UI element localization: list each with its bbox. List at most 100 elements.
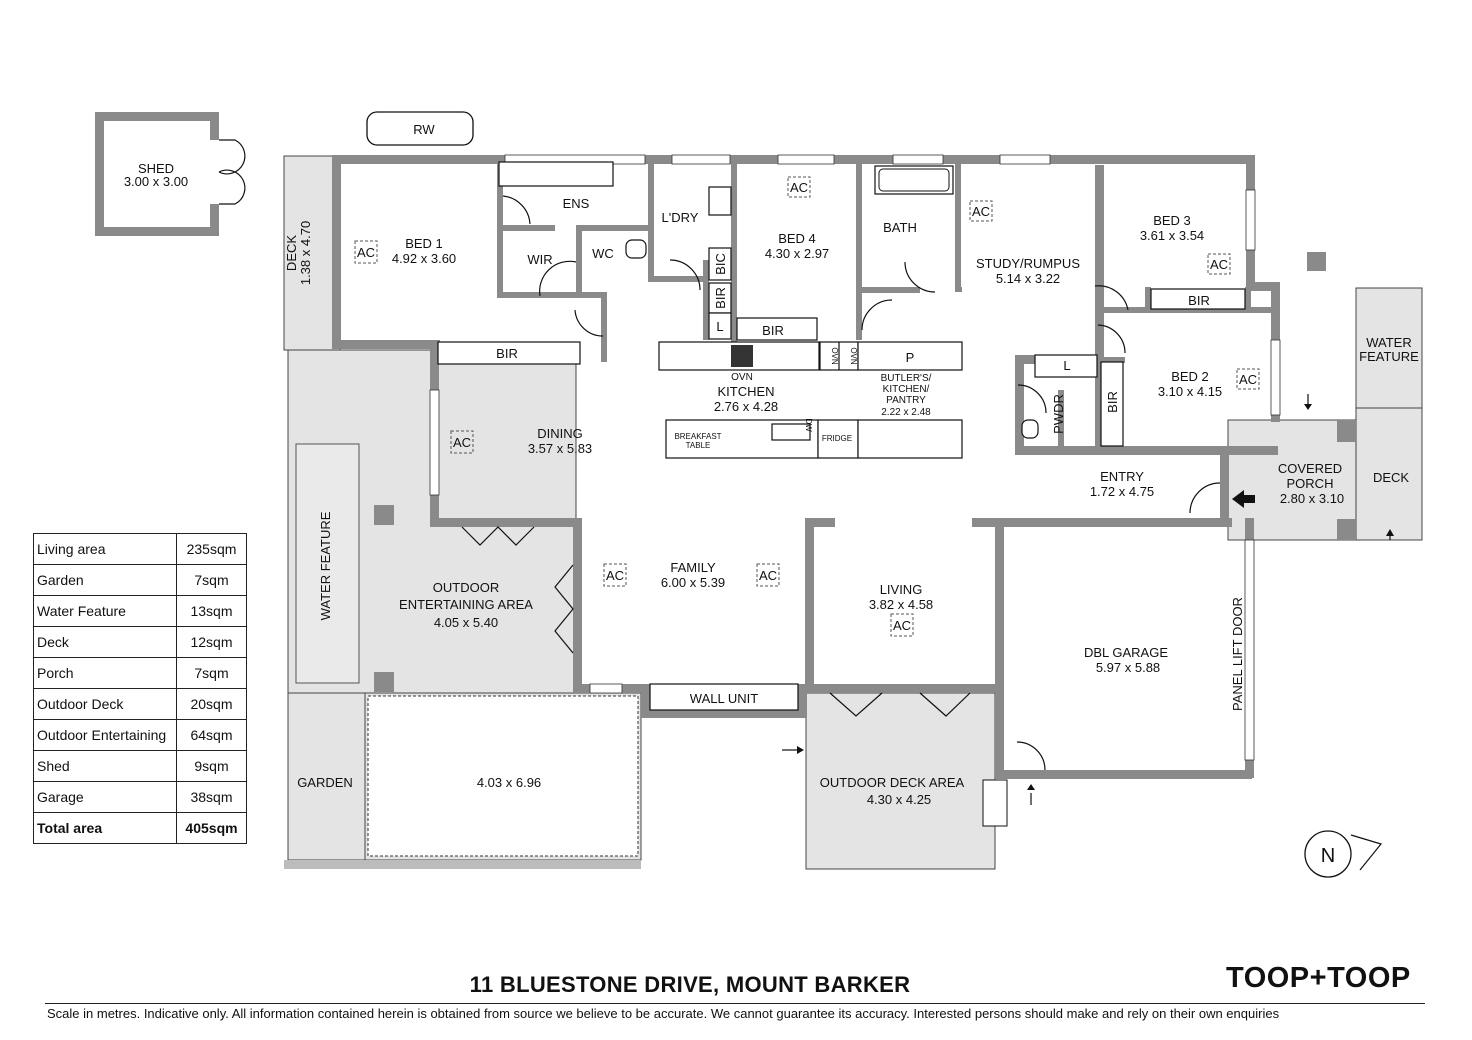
butlers-lower-bench [857, 419, 963, 459]
footer-rule [45, 1003, 1425, 1004]
deck-side-dims: 1.38 x 4.70 [298, 221, 313, 285]
ac-markers [354, 176, 1260, 637]
water-feature-left-label: WATER FEATURE [318, 511, 333, 620]
dining-dims: 3.57 x 5.83 [528, 441, 592, 456]
laundry-sink [708, 186, 732, 216]
area-value: 20sqm [176, 688, 247, 720]
ac-family-1: AC [606, 568, 624, 583]
outdoor-ent-dims: 4.05 x 5.40 [434, 615, 498, 630]
bir1-cupboard [437, 341, 581, 365]
compass-arrow-icon [1350, 834, 1383, 871]
bed1-label: BED 1 [405, 236, 443, 251]
breakfast-line1: BREAKFAST [674, 432, 721, 441]
garden-area [287, 692, 366, 861]
shed-label: SHED [138, 161, 174, 176]
rw-label: RW [413, 122, 435, 137]
breakfast-line2: TABLE [686, 441, 711, 450]
ac-living: AC [893, 618, 911, 633]
living-dims: 3.82 x 4.58 [869, 597, 933, 612]
ovn-label: OVN [731, 372, 753, 383]
family-label: FAMILY [670, 560, 716, 575]
kitchen-dims: 2.76 x 4.28 [714, 399, 778, 414]
water-feature-right [1355, 287, 1423, 409]
area-name: Outdoor Entertaining [33, 719, 177, 751]
entrance-arrows [782, 394, 1394, 805]
bed4-dims: 4.30 x 2.97 [765, 246, 829, 261]
bed2-dims: 3.10 x 4.15 [1158, 384, 1222, 399]
bed1-dims: 4.92 x 3.60 [392, 251, 456, 266]
area-value: 9sqm [176, 750, 247, 782]
porch-dims: 2.80 x 3.10 [1280, 491, 1344, 506]
shed-floor [104, 121, 210, 227]
bir4-label: BIR [762, 323, 784, 338]
ovn-v1-label: OVN [830, 347, 839, 365]
area-value: 235sqm [176, 533, 247, 565]
deck-side-label: DECK [284, 235, 299, 271]
water-feature-left [295, 443, 360, 684]
shed-dims: 3.00 x 3.00 [124, 174, 188, 189]
porch-line2: PORCH [1287, 476, 1334, 491]
compass-n: N [1321, 845, 1335, 867]
pwdr-label: PWDR [1051, 394, 1066, 434]
bir1-label: BIR [496, 346, 518, 361]
wall-unit-label: WALL UNIT [690, 691, 758, 706]
door-swings [461, 195, 1221, 771]
kitchen-label: KITCHEN [717, 384, 774, 399]
butlers-bench [857, 341, 963, 371]
bir4-cupboard [736, 317, 818, 341]
bath-label: BATH [883, 220, 917, 235]
bath-tub [874, 165, 954, 195]
pier-4 [1337, 420, 1356, 442]
pier-5 [1337, 519, 1356, 540]
ac-study: AC [972, 204, 990, 219]
area-name: Garage [33, 781, 177, 813]
brand-logo: TOOP+TOOP [1226, 962, 1411, 994]
study-dims: 5.14 x 3.22 [996, 271, 1060, 286]
bed3-label: BED 3 [1153, 213, 1191, 228]
windows [429, 154, 1281, 761]
ens-label: ENS [563, 196, 590, 211]
toilet-pwdr [1021, 419, 1039, 439]
porch-line1: COVERED [1278, 461, 1342, 476]
study-label: STUDY/RUMPUS [976, 256, 1080, 271]
wall-unit [649, 683, 799, 711]
fridge-label: FRIDGE [822, 434, 852, 443]
wc-label: WC [592, 246, 614, 261]
garage-label: DBL GARAGE [1084, 645, 1168, 660]
bir3-cupboard [1150, 288, 1246, 310]
deck-front-label: DECK [1373, 470, 1409, 485]
area-value: 64sqm [176, 719, 247, 751]
area-name: Deck [33, 626, 177, 658]
bed2-label: BED 2 [1171, 369, 1209, 384]
ac-bed3: AC [1210, 257, 1228, 272]
island-sink [771, 423, 811, 441]
garage-step [982, 779, 1008, 827]
interior-walls [497, 160, 1272, 448]
area-value: 7sqm [176, 657, 247, 689]
garden-label: GARDEN [297, 775, 353, 790]
outdoor-deck-dims: 4.30 x 4.25 [867, 792, 931, 807]
area-value: 7sqm [176, 564, 247, 596]
ac-bed1: AC [357, 245, 375, 260]
side-deck [283, 155, 341, 351]
outdoor-deck-label: OUTDOOR DECK AREA [820, 775, 965, 790]
ovn-v2-label: OVN [849, 347, 858, 365]
shed-door-swing [218, 139, 246, 205]
pantry-p-label: P [906, 350, 915, 365]
pier-1 [374, 505, 394, 525]
linen1-cupboard [708, 312, 732, 340]
area-value: 12sqm [176, 626, 247, 658]
vanity-ens [498, 161, 614, 187]
linen2-label: L [1063, 358, 1070, 373]
butlers-line1: BUTLER'S/ [881, 373, 932, 384]
dining-label: DINING [537, 426, 583, 441]
area-value: 13sqm [176, 595, 247, 627]
toilet-wc [625, 239, 647, 259]
area-name: Total area [33, 812, 177, 844]
